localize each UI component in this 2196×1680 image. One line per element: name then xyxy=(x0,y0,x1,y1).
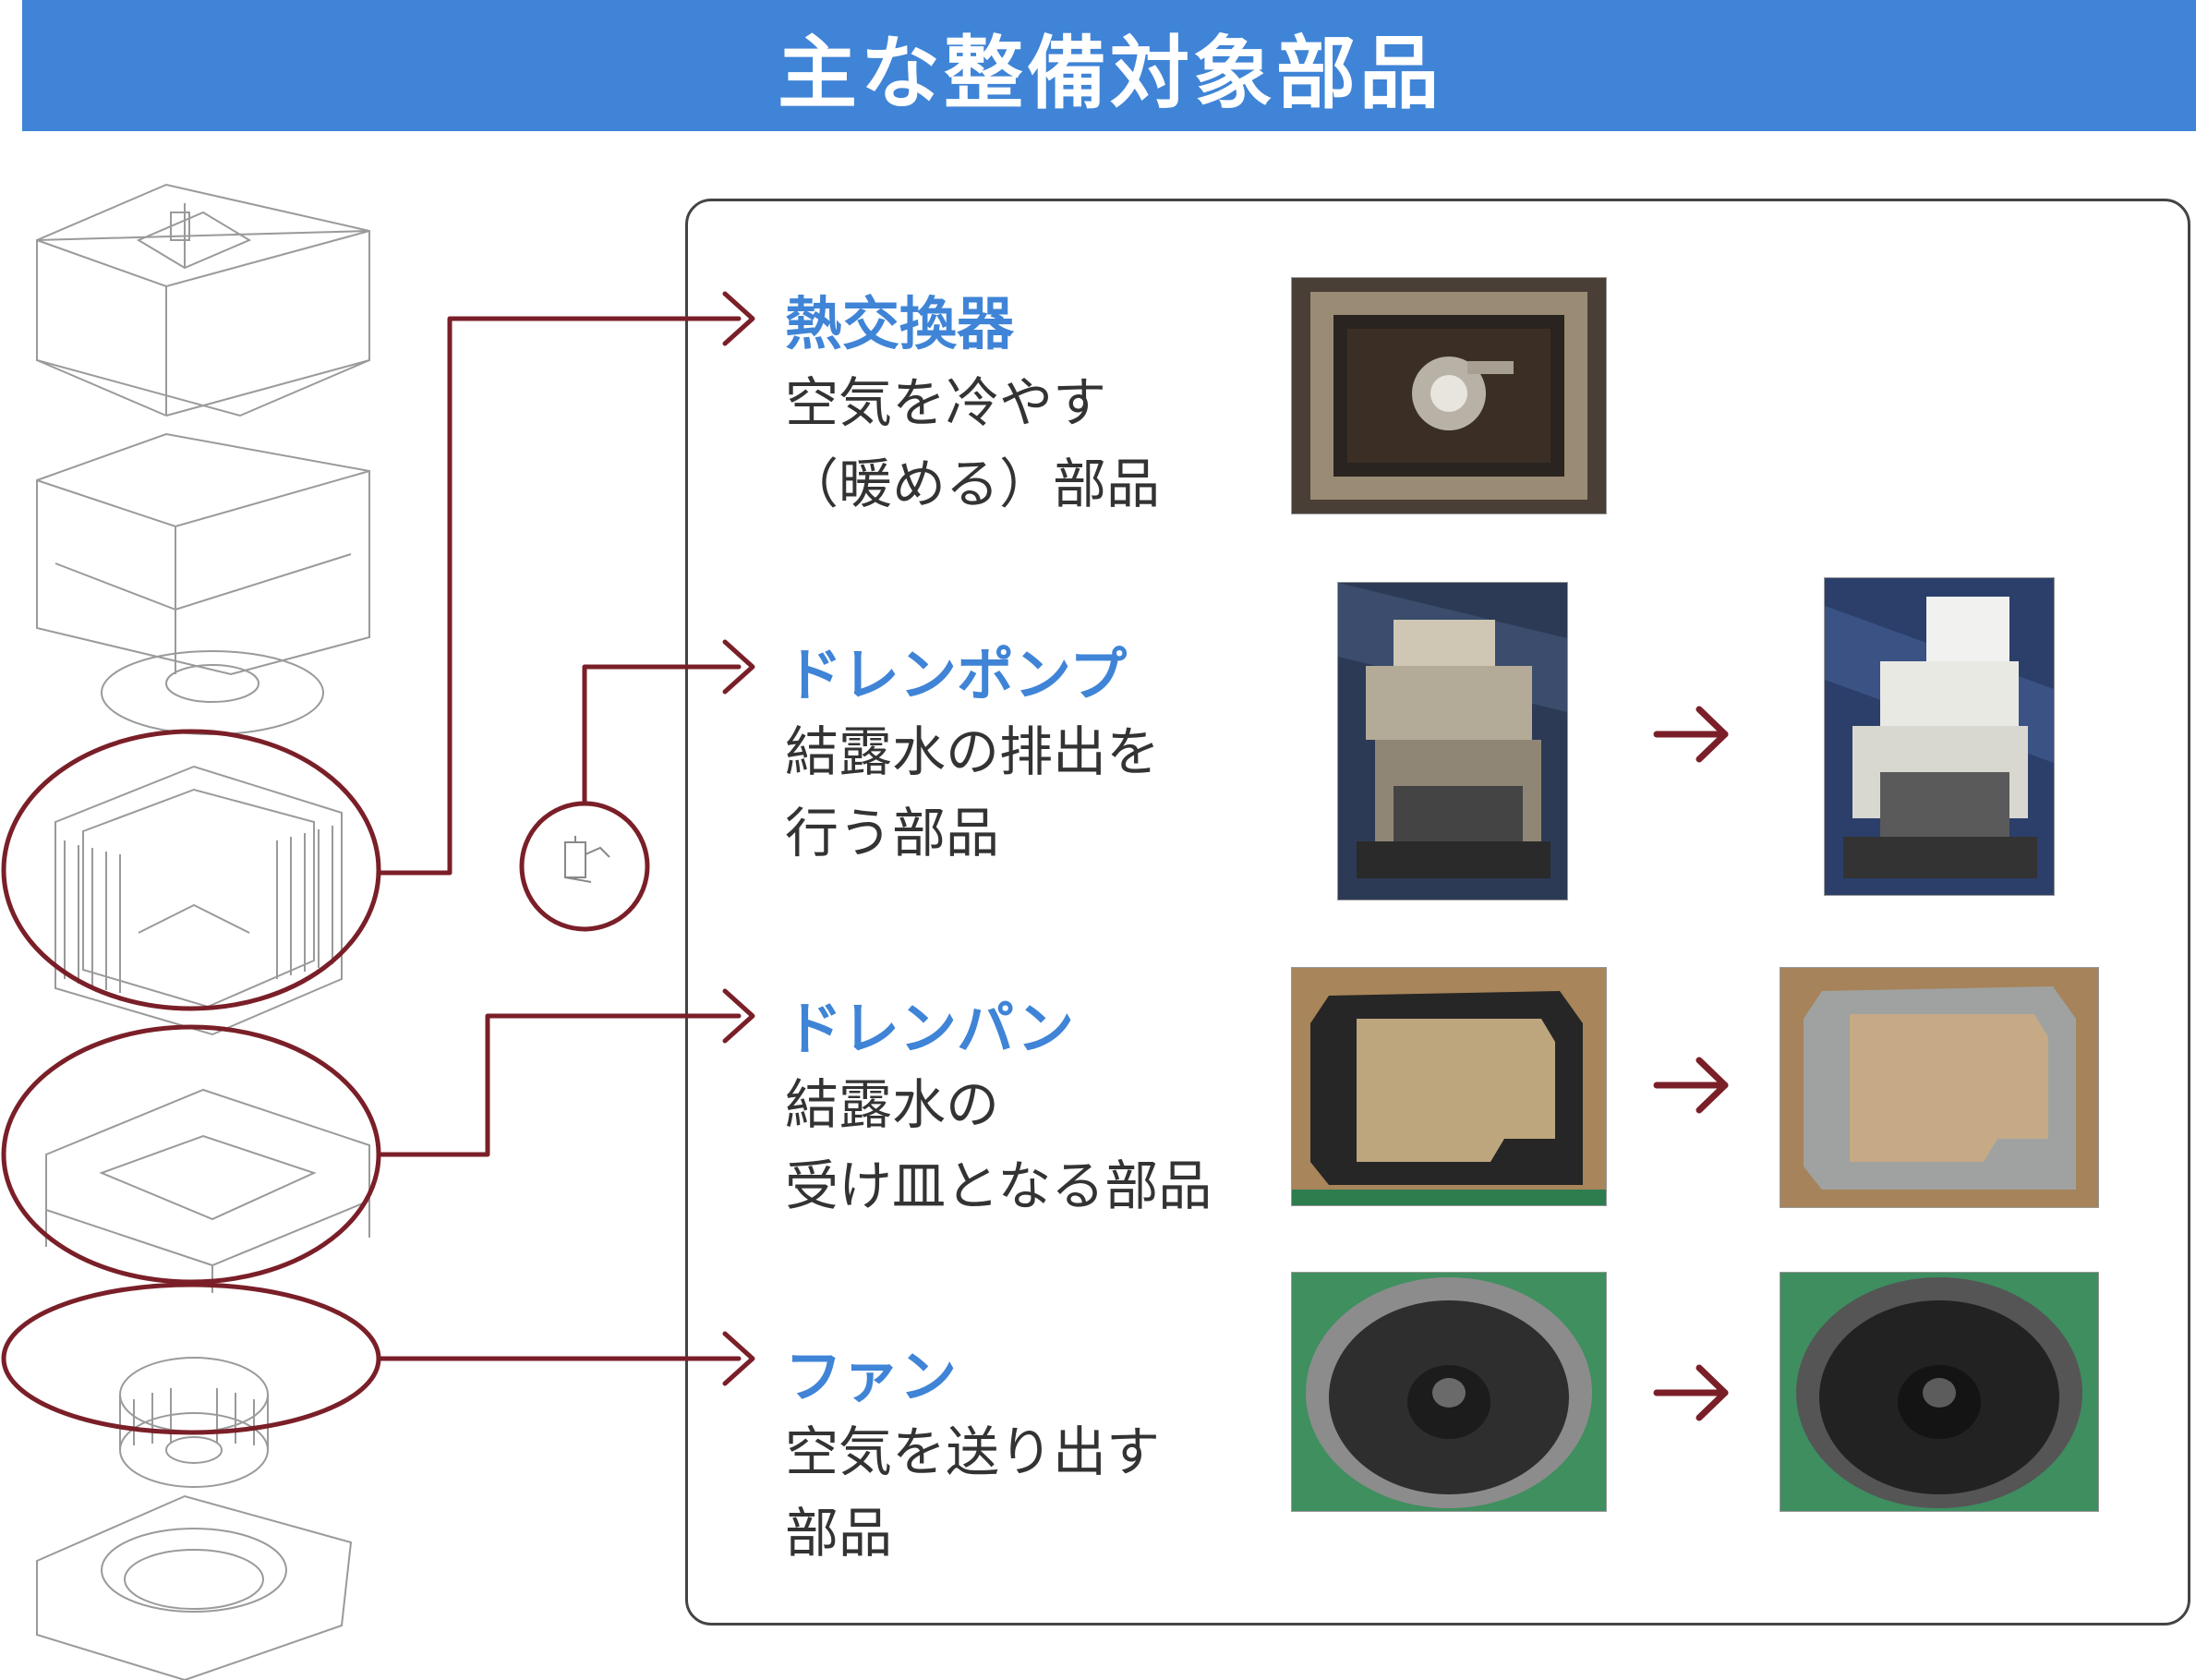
header-banner: 主な整備対象部品 xyxy=(22,0,2196,131)
part-desc-drain-pan-line2: 受け皿となる部品 xyxy=(785,1154,1213,1217)
photo-fan-after xyxy=(1780,1272,2099,1512)
right-arrow-icon xyxy=(1653,1057,1729,1114)
exploded-diagram xyxy=(36,183,370,1680)
plate-illustration xyxy=(101,650,324,735)
highlight-drain-pump xyxy=(519,801,650,932)
part-desc-fan-line1: 空気を送り出す xyxy=(785,1420,1161,1483)
part-title-drain-pan: ドレンパン xyxy=(785,995,1075,1062)
insulation-illustration xyxy=(36,432,370,676)
photo-drain-pump-after xyxy=(1824,577,2055,896)
part-desc-fan-line2: 部品 xyxy=(785,1502,893,1565)
top-casing-illustration xyxy=(36,183,370,417)
part-desc-heat-exchanger-line1: 空気を冷やす xyxy=(785,371,1107,434)
photo-drain-pan-after xyxy=(1780,967,2099,1208)
page-title: 主な整備対象部品 xyxy=(778,27,1442,120)
photo-drain-pan-before xyxy=(1291,967,1607,1206)
drain-pan-illustration xyxy=(45,1088,370,1293)
photo-drain-pump-before xyxy=(1337,582,1568,900)
right-arrow-icon xyxy=(1653,1364,1729,1421)
panel-frame-illustration xyxy=(36,1494,353,1680)
photo-heat-exchanger xyxy=(1291,277,1607,514)
drain-pump-illustration xyxy=(564,836,610,883)
right-arrow-icon xyxy=(1653,706,1729,763)
part-desc-drain-pan-line1: 結露水の xyxy=(785,1073,1000,1136)
part-title-heat-exchanger: 熱交換器 xyxy=(785,290,1015,357)
part-desc-drain-pump-line1: 結露水の排出を xyxy=(785,720,1161,783)
heat-exchanger-illustration xyxy=(54,765,343,1036)
photo-fan-before xyxy=(1291,1272,1607,1512)
part-title-fan: ファン xyxy=(785,1343,958,1410)
part-desc-heat-exchanger-line2: （暖める）部品 xyxy=(785,453,1161,515)
fan-illustration xyxy=(119,1357,269,1488)
part-title-drain-pump: ドレンポンプ xyxy=(785,641,1128,708)
part-desc-drain-pump-line2: 行う部品 xyxy=(785,802,1000,864)
